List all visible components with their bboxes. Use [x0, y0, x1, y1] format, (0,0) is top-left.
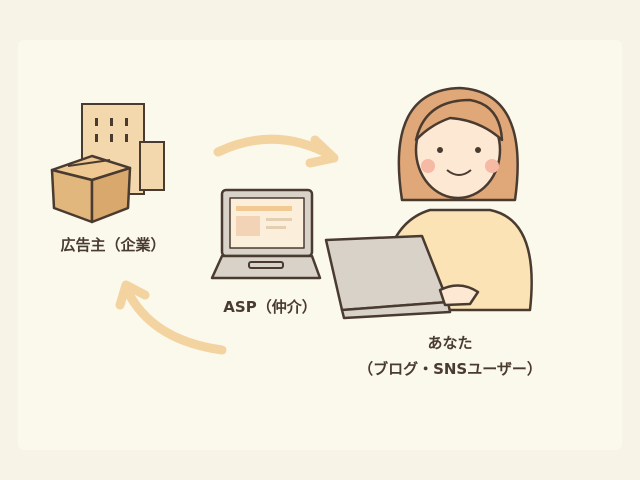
arrow-to-advertiser — [121, 283, 227, 355]
user-laptop-icon — [324, 234, 480, 320]
asp-label: ASP（仲介） — [223, 298, 317, 316]
arrow-to-you — [213, 134, 335, 160]
asp-laptop-icon — [210, 188, 322, 280]
advertiser-label: 広告主（企業） — [60, 236, 166, 254]
you-label: あなた （ブログ・SNSユーザー） — [330, 330, 570, 382]
you-label-line1: あなた — [427, 334, 473, 352]
you-label-line2: （ブログ・SNSユーザー） — [358, 360, 542, 378]
cardboard-box-icon — [50, 154, 132, 224]
